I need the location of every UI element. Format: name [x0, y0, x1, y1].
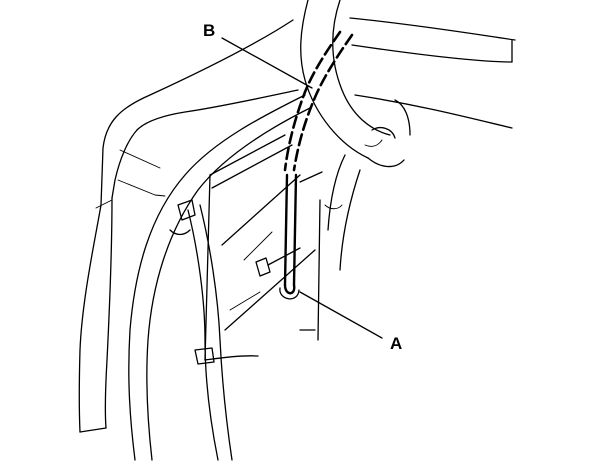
right-frame [299, 154, 361, 341]
callout-label-a: A [390, 334, 402, 353]
top-housing [300, 0, 516, 168]
rod-clip [255, 171, 323, 277]
dashed-cable-b [283, 30, 354, 172]
callout-a: A [299, 291, 402, 353]
regulator-panel [204, 134, 316, 361]
callout-label-b: B [203, 21, 215, 40]
lower-cable [187, 204, 233, 461]
body-pillar [78, 149, 166, 433]
linkage-rod-a [279, 173, 300, 300]
callout-b: B [203, 21, 313, 89]
long-hose [128, 94, 311, 461]
upper-fender-arc [100, 19, 299, 206]
hose-clip [169, 199, 215, 365]
